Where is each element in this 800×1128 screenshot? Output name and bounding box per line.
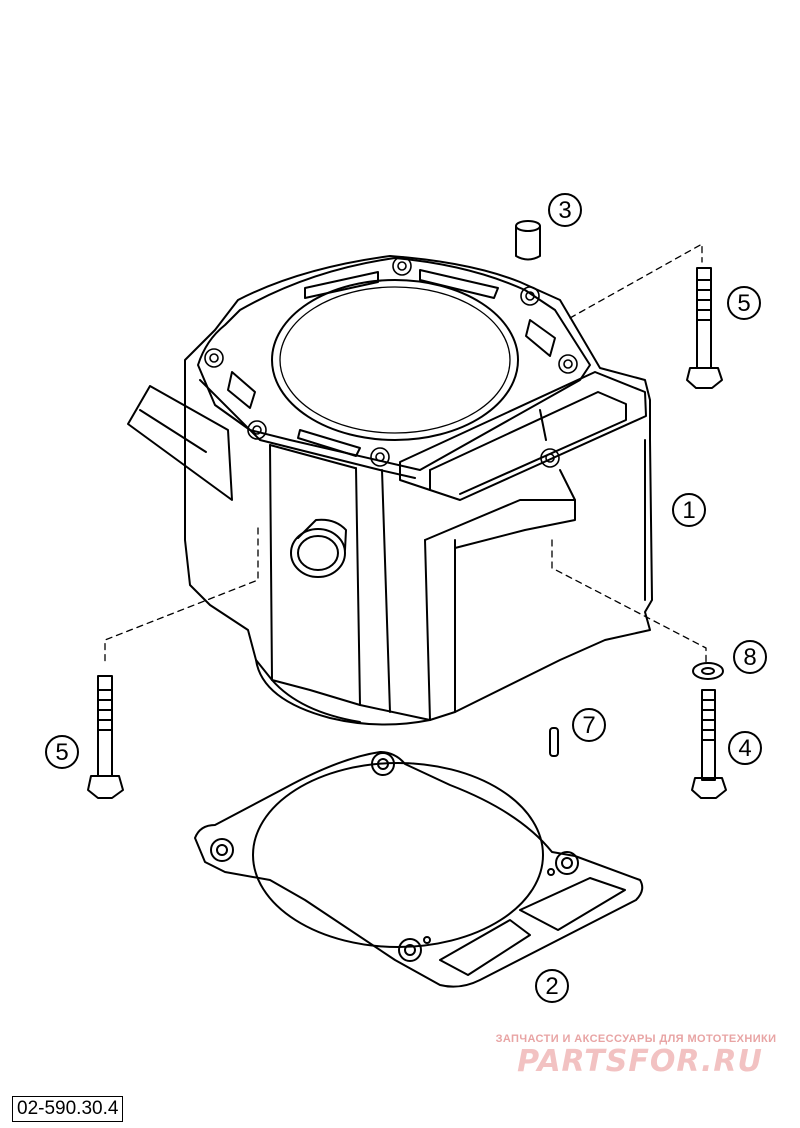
callout-label: 4 bbox=[738, 735, 751, 762]
callout-label: 2 bbox=[545, 973, 558, 1000]
callout-5-right: 5 bbox=[727, 286, 761, 320]
callout-3: 3 bbox=[548, 193, 582, 227]
callout-2: 2 bbox=[535, 969, 569, 1003]
assembly-leader-lines bbox=[104, 243, 707, 665]
callout-label: 8 bbox=[743, 644, 756, 671]
callout-1: 1 bbox=[672, 493, 706, 527]
stud-bolt-part-5-right bbox=[686, 267, 723, 389]
stud-bolt-part-4 bbox=[691, 689, 727, 799]
dowel-sleeve-part-3 bbox=[515, 220, 541, 261]
cylinder-body-outline bbox=[184, 255, 653, 721]
callout-label: 5 bbox=[55, 739, 68, 766]
watermark-tagline: ЗАПЧАСТИ И АКСЕССУАРЫ ДЛЯ МОТОТЕХНИКИ bbox=[495, 1033, 777, 1045]
stud-bolt-part-5-left bbox=[87, 675, 124, 799]
water-spigot bbox=[290, 528, 346, 578]
cylinder-base-gasket-part-2 bbox=[194, 751, 644, 988]
washer-part-8 bbox=[692, 662, 724, 680]
watermark-brand-logo: PARTSFOR.RU bbox=[517, 1044, 763, 1079]
dowel-pin-part-7 bbox=[549, 727, 559, 757]
cylinder-part-1 bbox=[127, 255, 653, 726]
callout-8: 8 bbox=[733, 640, 767, 674]
deck-stud-holes bbox=[204, 256, 578, 468]
callout-4: 4 bbox=[728, 731, 762, 765]
callout-label: 1 bbox=[682, 497, 695, 524]
callout-label: 5 bbox=[737, 290, 750, 317]
cylinder-port-stub bbox=[127, 385, 233, 501]
callout-label: 7 bbox=[582, 712, 595, 739]
callout-label: 3 bbox=[558, 197, 571, 224]
callout-7: 7 bbox=[572, 708, 606, 742]
diagram-reference-number: 02-590.30.4 bbox=[12, 1096, 124, 1122]
cylinder-deck bbox=[197, 257, 591, 471]
callout-5-left: 5 bbox=[45, 735, 79, 769]
cylinder-bore bbox=[271, 279, 519, 441]
